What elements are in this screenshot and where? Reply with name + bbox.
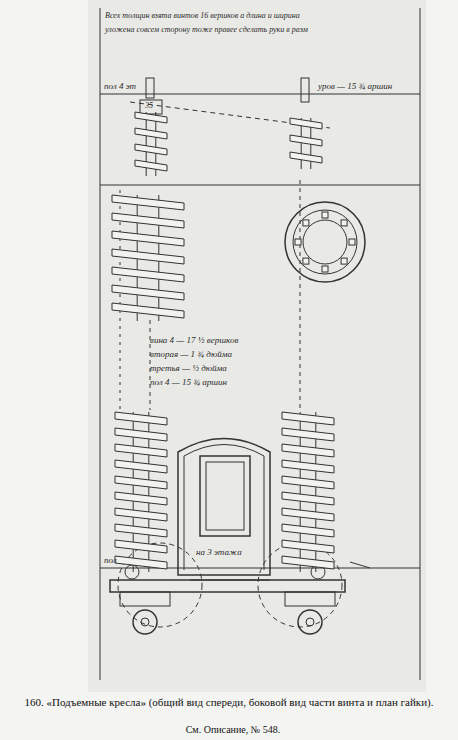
screw-thread: [115, 412, 167, 572]
figure-caption: 160. «Подъемные кресла» (общий вид спере…: [20, 696, 438, 710]
screw-thread: [290, 118, 322, 169]
nut-key: [295, 239, 301, 245]
size-note: вина 4 — 17 ½ вершков: [150, 336, 238, 346]
size-note: третья — ½ дюйма: [150, 364, 227, 374]
paper-sheet: [88, 0, 426, 692]
floor-label: пол 4 эт: [104, 82, 136, 92]
nut-key: [349, 239, 355, 245]
note-text: уложена совсем сторону тоже правее сдела…: [105, 26, 308, 35]
floor-label: пол: [104, 556, 117, 566]
dimension: 35: [145, 102, 153, 111]
nut-key: [303, 258, 309, 264]
level-label: уров — 15 ¾ аршин: [318, 82, 392, 92]
nut-key: [341, 258, 347, 264]
screw-thread: [282, 412, 334, 572]
nut-key: [303, 220, 309, 226]
size-note: пол 4 — 15 ¾ аршин: [150, 378, 227, 388]
screw-thread: [112, 195, 184, 321]
screw-thread: [135, 112, 167, 176]
size-note: вторая — 1 ¾ дюйма: [150, 350, 232, 360]
cabin-note: на 3 этажа: [196, 548, 242, 558]
nut-key: [322, 266, 328, 272]
nut-key: [322, 212, 328, 218]
reference-note: См. Описание, № 548.: [4, 724, 458, 735]
nut-key: [341, 220, 347, 226]
note-text: Всех толщин взята винтов 16 вершков а дл…: [105, 12, 300, 21]
